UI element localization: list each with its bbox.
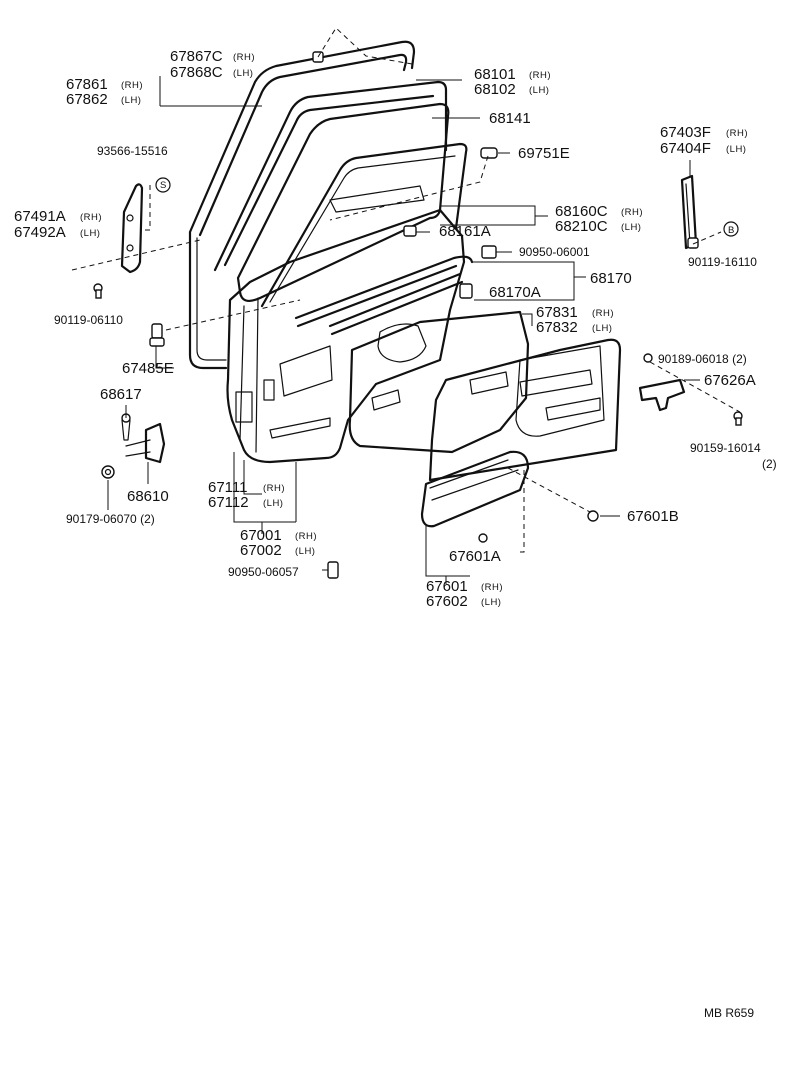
glass-stop	[403, 225, 417, 237]
label-90119-16110: 90119-16110	[688, 255, 757, 269]
label-68617: 68617	[100, 386, 142, 403]
tag-lh: (LH)	[621, 222, 641, 233]
label-67112: 67112	[208, 494, 249, 511]
label-67492A: 67492A	[14, 224, 66, 241]
mirror-garnish	[120, 183, 144, 274]
tag-lh: (LH)	[481, 597, 501, 608]
label-67111: 67111	[208, 479, 248, 496]
parts-drawing	[93, 40, 743, 579]
label-67832: 67832	[536, 319, 578, 336]
label-67831: 67831	[536, 304, 578, 321]
label-90950-06001: 90950-06001	[519, 245, 590, 259]
label-90119-06110: 90119-06110	[54, 313, 123, 327]
door-panel	[226, 208, 466, 464]
marker-b: B	[728, 225, 735, 236]
belt-weatherstrip-inner	[328, 272, 464, 336]
tag-rh: (RH)	[621, 207, 643, 218]
label-68141: 68141	[489, 110, 531, 127]
tag-rh: (RH)	[592, 308, 614, 319]
label-90159-qty: (2)	[762, 457, 777, 471]
label-68160C: 68160C	[555, 203, 608, 220]
clip-90950	[481, 245, 497, 259]
label-67602: 67602	[426, 593, 468, 610]
label-67861: 67861	[66, 76, 108, 93]
label-68610: 68610	[127, 488, 169, 505]
label-67868C: 67868C	[170, 64, 223, 81]
fasteners	[93, 51, 743, 579]
label-67601A: 67601A	[449, 548, 501, 565]
label-67002: 67002	[240, 542, 282, 559]
label-67601: 67601	[426, 578, 468, 595]
label-67862: 67862	[66, 91, 108, 108]
tag-lh: (LH)	[263, 498, 283, 509]
label-68170A: 68170A	[489, 284, 541, 301]
tag-rh: (RH)	[295, 531, 317, 542]
tag-lh: (LH)	[592, 323, 612, 334]
label-93566-15516: 93566-15516	[97, 144, 168, 158]
tag-lh: (LH)	[529, 85, 549, 96]
marker-s: S	[160, 180, 167, 191]
label-67485E: 67485E	[122, 360, 174, 377]
tag-lh: (LH)	[233, 68, 253, 79]
label-67001: 67001	[240, 527, 282, 544]
label-90179-06070: 90179-06070 (2)	[66, 512, 155, 526]
label-67491A: 67491A	[14, 208, 66, 225]
door-weatherstrip-outer	[188, 40, 416, 370]
tag-rh: (RH)	[233, 52, 255, 63]
tag-rh: (RH)	[80, 212, 102, 223]
label-90189-06018: 90189-06018 (2)	[658, 352, 747, 366]
footer-code: MB R659	[704, 1006, 754, 1020]
leader-lines	[71, 27, 741, 584]
tag-lh: (LH)	[726, 144, 746, 155]
label-67601B: 67601B	[627, 508, 679, 525]
tag-lh: (LH)	[80, 228, 100, 239]
door-trim-board	[348, 310, 530, 454]
label-67867C: 67867C	[170, 48, 223, 65]
tag-rh: (RH)	[121, 80, 143, 91]
door-hinge	[144, 422, 166, 464]
label-69751E: 69751E	[518, 145, 570, 162]
door-weatherstrip-inner	[198, 53, 408, 237]
belt-weatherstrip-outer	[294, 255, 474, 328]
label-67404F: 67404F	[660, 140, 711, 157]
tag-lh: (LH)	[121, 95, 141, 106]
tag-rh: (RH)	[481, 582, 503, 593]
label-67403F: 67403F	[660, 124, 711, 141]
label-68161A: 68161A	[439, 223, 491, 240]
label-68102: 68102	[474, 81, 516, 98]
label-68101: 68101	[474, 66, 516, 83]
clip-67485E	[151, 323, 163, 339]
armrest	[420, 450, 530, 528]
tag-rh: (RH)	[529, 70, 551, 81]
door-glass	[236, 102, 450, 303]
inside-handle-bracket	[638, 378, 686, 412]
door-trim-panel	[428, 338, 622, 482]
label-90159-16014: 90159-16014	[690, 441, 761, 455]
label-68210C: 68210C	[555, 218, 608, 235]
part-labels: 67867C (RH) 67868C (LH) 67861 (RH) 67862…	[14, 48, 777, 1020]
label-67626A: 67626A	[704, 372, 756, 389]
tag-rh: (RH)	[263, 483, 285, 494]
label-90950-06057: 90950-06057	[228, 565, 299, 579]
tag-lh: (LH)	[295, 546, 315, 557]
label-68170: 68170	[590, 270, 632, 287]
tag-rh: (RH)	[726, 128, 748, 139]
hinge-pin	[121, 419, 131, 441]
glass-run	[213, 80, 448, 272]
